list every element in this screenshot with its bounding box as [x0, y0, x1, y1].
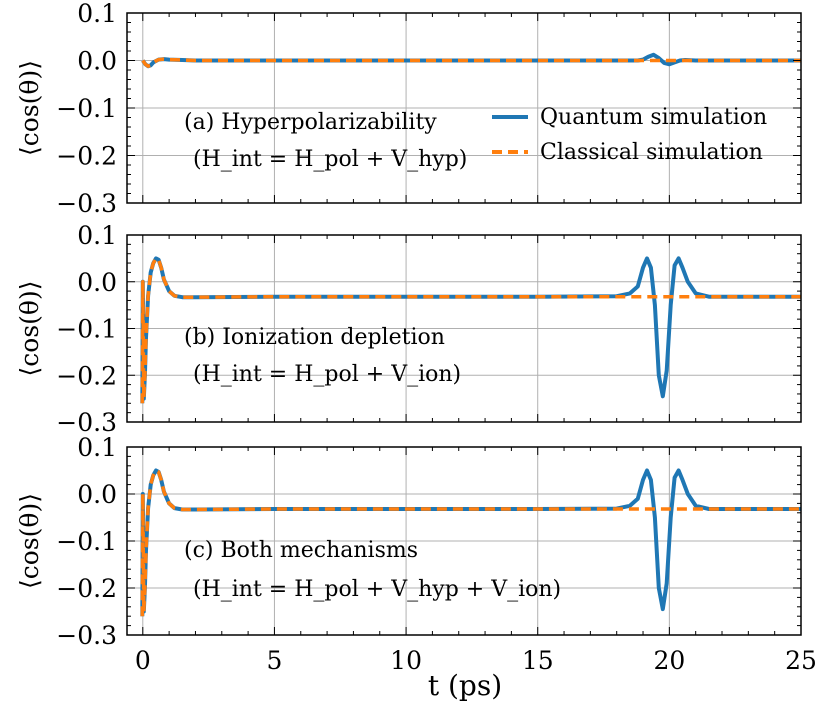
y-tick-label: −0.2: [56, 142, 117, 171]
series-quantum-line: [141, 52, 801, 69]
panel-b: 0.1 0.0 −0.1 −0.2 −0.3 ⟨cos(θ)⟩: [15, 221, 802, 437]
legend-quantum-label: Quantum simulation: [540, 105, 767, 130]
x-tick-label: 10: [390, 646, 422, 675]
y-axis-label: ⟨cos(θ)⟩: [15, 493, 44, 589]
y-tick-label: 0.1: [77, 221, 117, 250]
y-tick-label: −0.1: [56, 94, 117, 123]
x-tick-label: 20: [653, 646, 685, 675]
y-axis-label: ⟨cos(θ)⟩: [15, 281, 44, 377]
y-tick-label: −0.3: [56, 189, 117, 218]
y-tick-label: −0.1: [56, 527, 117, 556]
x-axis-label: t (ps): [428, 669, 502, 702]
panel-b-annotation-eq: (H_int = H_pol + V_ion): [193, 362, 461, 387]
x-tick-label: 5: [266, 646, 282, 675]
y-tick-label: −0.3: [56, 408, 117, 437]
y-tick-label: 0.0: [77, 268, 117, 297]
x-tick-label: 0: [135, 646, 151, 675]
y-tick-label: −0.2: [56, 574, 117, 603]
panel-c: 0.1 0.0 −0.1 −0.2 −0.3 0 5 10 15 20 25 ⟨cos(θ)⟩: [15, 433, 817, 675]
y-tick-label: −0.3: [56, 621, 117, 650]
panel-b-annotation: (b) Ionization depletion: [184, 325, 445, 350]
legend: Quantum simulation Classical simulation: [492, 105, 767, 165]
x-tick-label: 15: [522, 646, 554, 675]
panel-a-annotation: (a) Hyperpolarizability: [184, 110, 437, 135]
panel-c-annotation-eq: (H_int = H_pol + V_hyp + V_ion): [193, 577, 561, 602]
series-classical-line: [140, 468, 801, 617]
y-tick-label: 0.1: [77, 433, 117, 462]
panel-a: 0.1 0.0 −0.1 −0.2 −0.3 ⟨cos(θ)⟩: [15, 0, 802, 218]
y-tick-label: 0.1: [77, 0, 117, 28]
panel-c-annotation: (c) Both mechanisms: [184, 538, 418, 563]
panel-a-annotation-eq: (H_int = H_pol + V_hyp): [193, 147, 467, 172]
series-classical-line: [140, 256, 801, 404]
series-classical-line: [141, 57, 801, 68]
legend-classical-label: Classical simulation: [540, 140, 763, 165]
y-tick-label: 0.0: [77, 47, 117, 76]
y-tick-label: −0.2: [56, 361, 117, 390]
y-tick-label: 0.0: [77, 480, 117, 509]
y-axis-label: ⟨cos(θ)⟩: [15, 60, 44, 156]
y-tick-label: −0.1: [56, 315, 117, 344]
x-tick-label: 25: [785, 646, 817, 675]
